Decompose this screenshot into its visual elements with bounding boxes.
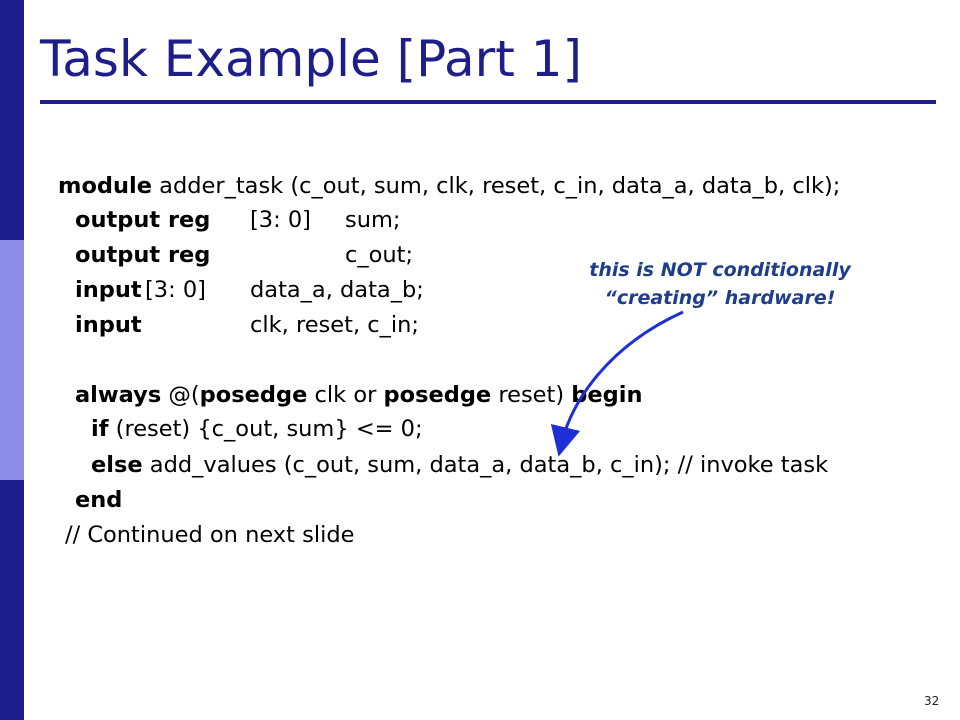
side-bar-block-top: [0, 0, 24, 240]
signal-clk-reset-cin: clk, reset, c_in;: [250, 312, 419, 338]
keyword-output-reg: output reg: [75, 207, 211, 233]
slide-side-bar: [0, 0, 24, 720]
continued-comment: // Continued on next slide: [65, 522, 355, 548]
code-line-end: end: [75, 485, 122, 515]
keyword-module: module: [58, 173, 152, 199]
keyword-always: always: [75, 382, 162, 408]
code-line-always: always @(posedge clk or posedge reset) b…: [75, 380, 642, 410]
keyword-posedge: posedge: [383, 382, 492, 408]
keyword-input: input: [75, 312, 142, 338]
module-signature: adder_task (c_out, sum, clk, reset, c_in…: [152, 173, 841, 199]
annotation-callout: this is NOT conditionally “creating” har…: [550, 256, 890, 312]
code-line-comment: // Continued on next slide: [65, 520, 354, 550]
signal-sum: sum;: [345, 207, 401, 233]
code-line-module: module adder_task (c_out, sum, clk, rese…: [58, 171, 840, 201]
keyword-posedge: posedge: [199, 382, 308, 408]
code-text: reset): [491, 382, 572, 408]
title-underline: [40, 100, 936, 104]
code-text: @(: [161, 382, 200, 408]
keyword-input: input: [75, 277, 142, 303]
range-3-0: [3: 0]: [145, 277, 206, 303]
slide-title: Task Example [Part 1]: [40, 30, 583, 88]
page-number: 32: [924, 694, 940, 708]
annotation-line-1: this is NOT conditionally: [589, 259, 851, 281]
signal-c-out: c_out;: [345, 242, 414, 268]
code-line-else: else add_values (c_out, sum, data_a, dat…: [91, 450, 828, 480]
else-body: add_values (c_out, sum, data_a, data_b, …: [142, 452, 829, 478]
keyword-if: if: [91, 416, 109, 442]
keyword-end: end: [75, 487, 123, 513]
signal-data-a-b: data_a, data_b;: [250, 277, 424, 303]
annotation-line-2: “creating” hardware!: [604, 287, 836, 309]
range-3-0: [3: 0]: [250, 207, 311, 233]
keyword-output-reg: output reg: [75, 242, 211, 268]
side-bar-block-middle: [0, 240, 24, 480]
code-line-if: if (reset) {c_out, sum} <= 0;: [91, 414, 423, 444]
code-text: clk or: [307, 382, 384, 408]
if-body: (reset) {c_out, sum} <= 0;: [108, 416, 423, 442]
keyword-else: else: [91, 452, 143, 478]
side-bar-block-bottom: [0, 480, 24, 720]
